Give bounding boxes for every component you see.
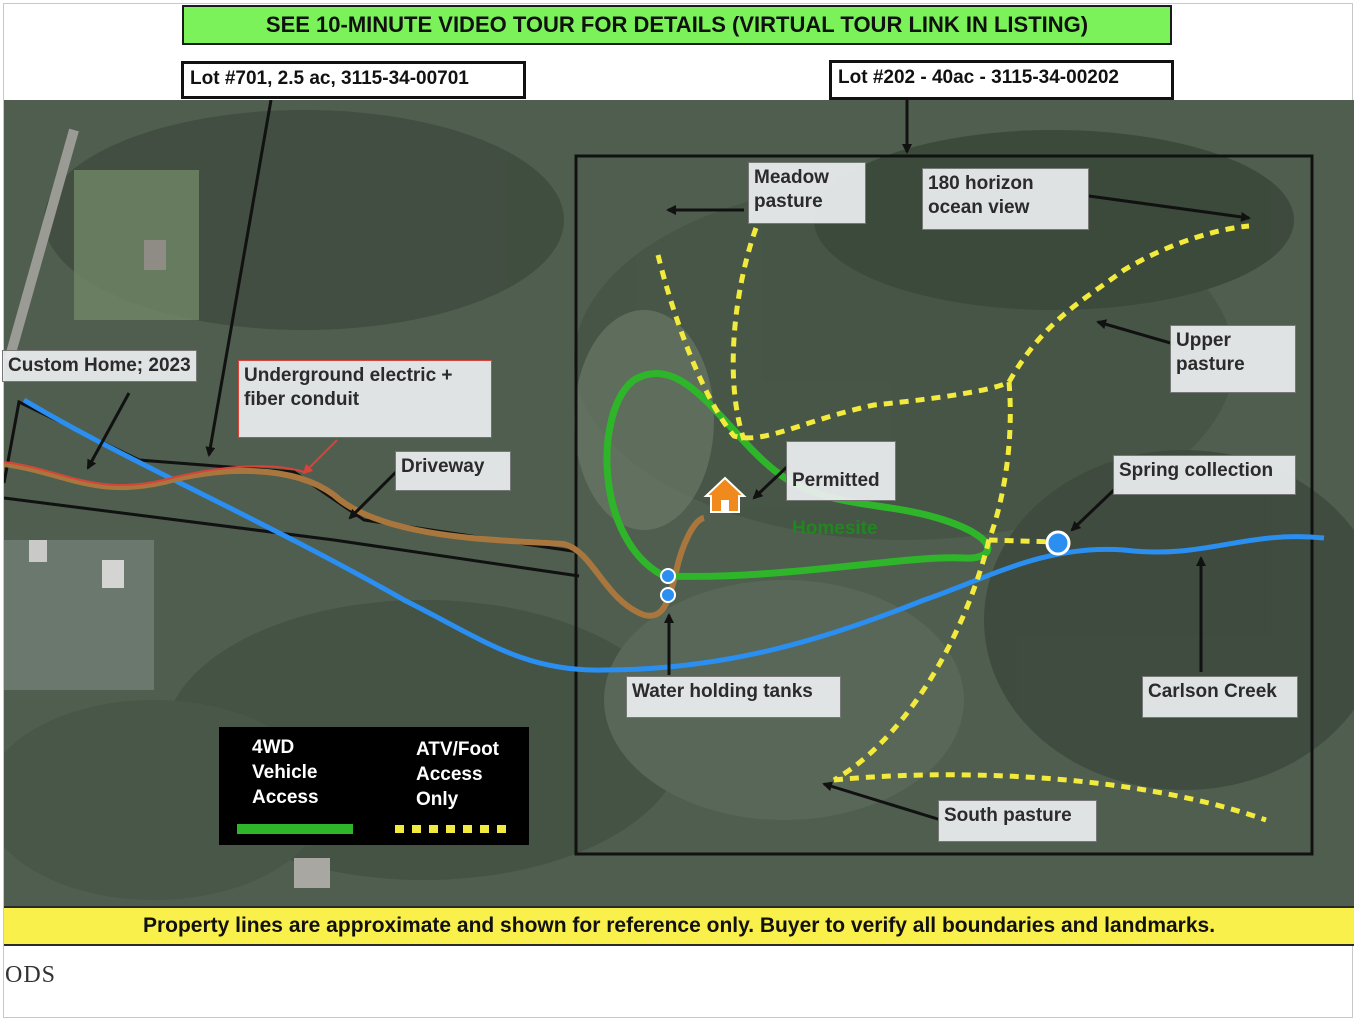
spring-marker-icon (1045, 530, 1071, 556)
spring-collection-label: Spring collection (1113, 455, 1296, 495)
top-banner: SEE 10-MINUTE VIDEO TOUR FOR DETAILS (VI… (182, 5, 1172, 45)
legend-swatches (237, 824, 509, 834)
custom-home-label: Custom Home; 2023 (2, 350, 197, 382)
upper-pasture-label: Upper pasture (1170, 325, 1296, 393)
meadow-pasture-label: Meadow pasture (748, 162, 866, 224)
driveway-label: Driveway (395, 451, 511, 491)
carlson-creek-label: Carlson Creek (1142, 676, 1298, 718)
homesite-clearing (574, 310, 714, 530)
carlson-creek-line (22, 397, 1325, 673)
leader-lines (86, 100, 1251, 822)
lot701-label: Lot #701, 2.5 ac, 3115-34-00701 (181, 61, 526, 99)
aerial-map (4, 100, 1354, 906)
atv-routes (655, 223, 1267, 823)
legend-vehicle-text: 4WD Vehicle Access (252, 737, 319, 808)
lot701-boundary-south (4, 496, 580, 578)
field-clearing (74, 170, 199, 320)
lot202-boundary (574, 154, 1314, 856)
map-legend: 4WD Vehicle Access ATV/Foot Access Only (219, 727, 529, 845)
building (29, 540, 47, 562)
water-tank-icon (660, 587, 676, 603)
building (294, 858, 330, 888)
ocean-view-label: 180 horizon ocean view (922, 168, 1089, 230)
bottom-disclaimer: Property lines are approximate and shown… (4, 906, 1354, 946)
building (144, 240, 166, 270)
highway (4, 128, 79, 362)
homesite-line-1: Permitted (792, 470, 880, 491)
house-icon (703, 476, 747, 513)
south-pasture-label: South pasture (938, 800, 1097, 842)
building (102, 560, 124, 588)
water-tank-icon (660, 568, 676, 584)
electric-conduit-line (4, 461, 305, 487)
conduit-leader (302, 439, 338, 475)
permitted-homesite-label: Permitted Homesite (786, 441, 896, 539)
neighborhood-area (4, 540, 154, 690)
credit-text: ODS (5, 962, 57, 988)
legend-atv-text: ATV/Foot Access Only (416, 739, 500, 810)
homesite-line-2: Homesite (792, 518, 878, 539)
underground-conduit-label: Underground electric + fiber conduit (238, 360, 492, 438)
lot202-label: Lot #202 - 40ac - 3115-34-00202 (829, 60, 1174, 100)
water-tanks-label: Water holding tanks (626, 676, 841, 718)
